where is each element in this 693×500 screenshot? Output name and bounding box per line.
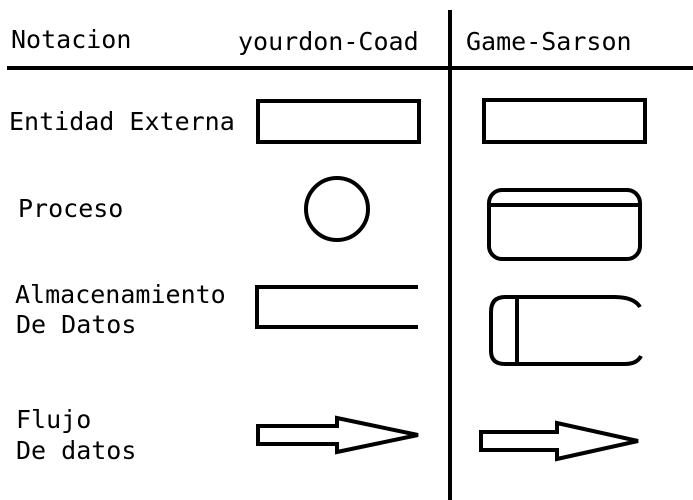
header-notacion: Notacion xyxy=(11,25,132,54)
label-de-datos: De Datos xyxy=(16,310,137,339)
gane-sarson-external-entity-rect xyxy=(482,98,647,144)
header-yourdon-coad: yourdon-Coad xyxy=(238,27,419,56)
gane-sarson-data-flow-arrow xyxy=(479,420,639,462)
yourdon-data-flow-arrow xyxy=(256,415,419,455)
label-proceso: Proceso xyxy=(18,194,124,223)
yourdon-data-store-shape xyxy=(255,285,418,329)
label-de-datos-flujo: De datos xyxy=(16,436,137,465)
header-game-sarson: Game-Sarson xyxy=(466,27,632,56)
gane-sarson-data-store-shape xyxy=(489,295,643,366)
label-almacenamiento: Almacenamiento xyxy=(15,280,226,309)
gane-sarson-process-rounded-rect xyxy=(487,188,642,261)
label-flujo: Flujo xyxy=(16,405,92,434)
yourdon-process-circle xyxy=(304,176,370,242)
label-entidad-externa: Entidad Externa xyxy=(9,107,235,136)
yourdon-external-entity-rect xyxy=(256,99,421,144)
